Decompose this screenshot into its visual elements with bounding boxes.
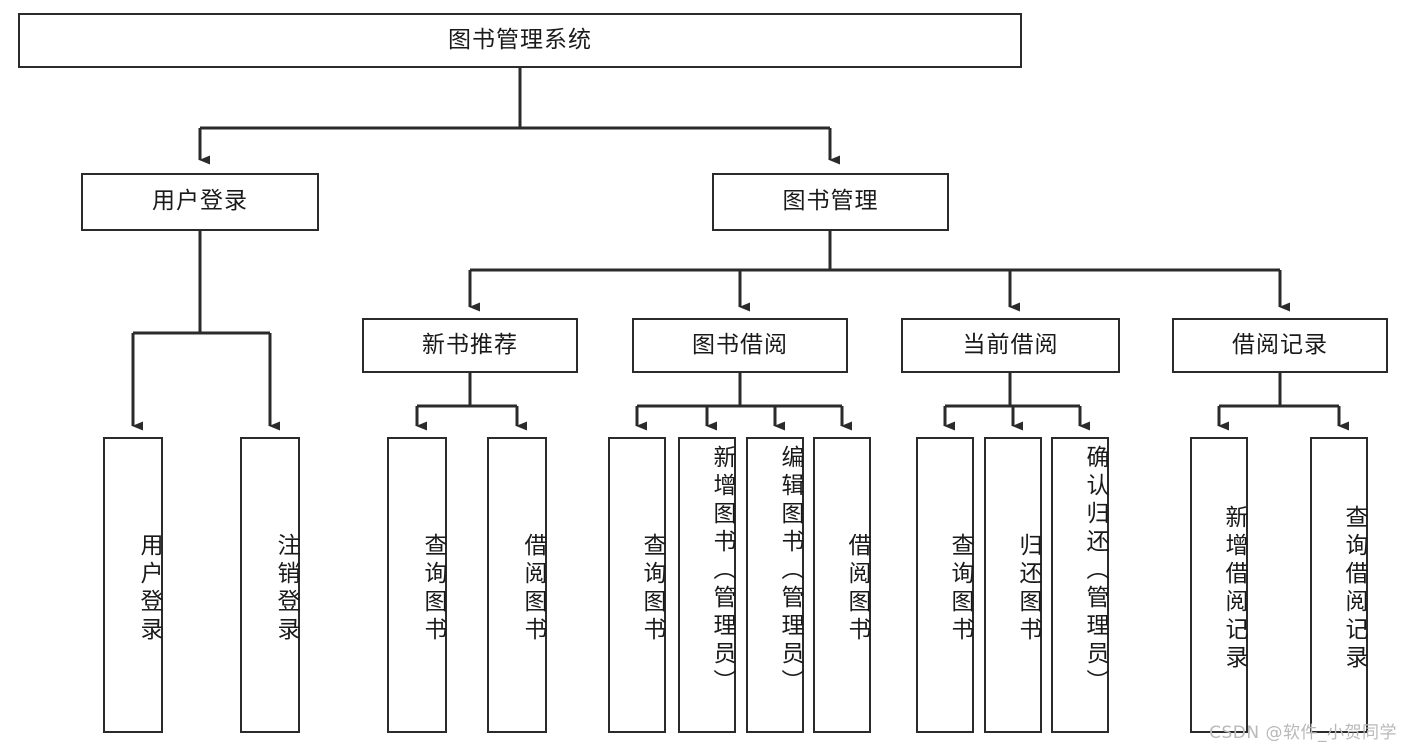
- node-leaf-query-book-2[interactable]: 查询图书: [608, 437, 666, 733]
- node-leaf-query-book-3[interactable]: 查询图书: [916, 437, 974, 733]
- node-leaf-confirm-return[interactable]: 确认归还（管理员）: [1051, 437, 1109, 733]
- node-leaf-return-book[interactable]: 归还图书: [984, 437, 1042, 733]
- node-leaf-borrow-book-1[interactable]: 借阅图书: [487, 437, 547, 733]
- node-leaf-user-logout[interactable]: 注销登录: [240, 437, 300, 733]
- node-current-borrow[interactable]: 当前借阅: [901, 318, 1120, 373]
- csdn-watermark: CSDN @软件_小贺同学: [1209, 723, 1397, 743]
- node-leaf-query-book-1[interactable]: 查询图书: [387, 437, 447, 733]
- node-book-borrow[interactable]: 图书借阅: [632, 318, 848, 373]
- node-new-book-recommend[interactable]: 新书推荐: [362, 318, 578, 373]
- node-book-manage[interactable]: 图书管理: [712, 173, 949, 231]
- node-root[interactable]: 图书管理系统: [18, 13, 1022, 68]
- node-borrow-record[interactable]: 借阅记录: [1172, 318, 1388, 373]
- node-user-login[interactable]: 用户登录: [81, 173, 319, 231]
- node-leaf-borrow-book-2[interactable]: 借阅图书: [813, 437, 871, 733]
- node-leaf-user-login[interactable]: 用户登录: [103, 437, 163, 733]
- node-leaf-add-record[interactable]: 新增借阅记录: [1190, 437, 1248, 733]
- node-leaf-query-record[interactable]: 查询借阅记录: [1310, 437, 1368, 733]
- node-leaf-edit-book[interactable]: 编辑图书（管理员）: [746, 437, 804, 733]
- node-leaf-add-book[interactable]: 新增图书（管理员）: [678, 437, 736, 733]
